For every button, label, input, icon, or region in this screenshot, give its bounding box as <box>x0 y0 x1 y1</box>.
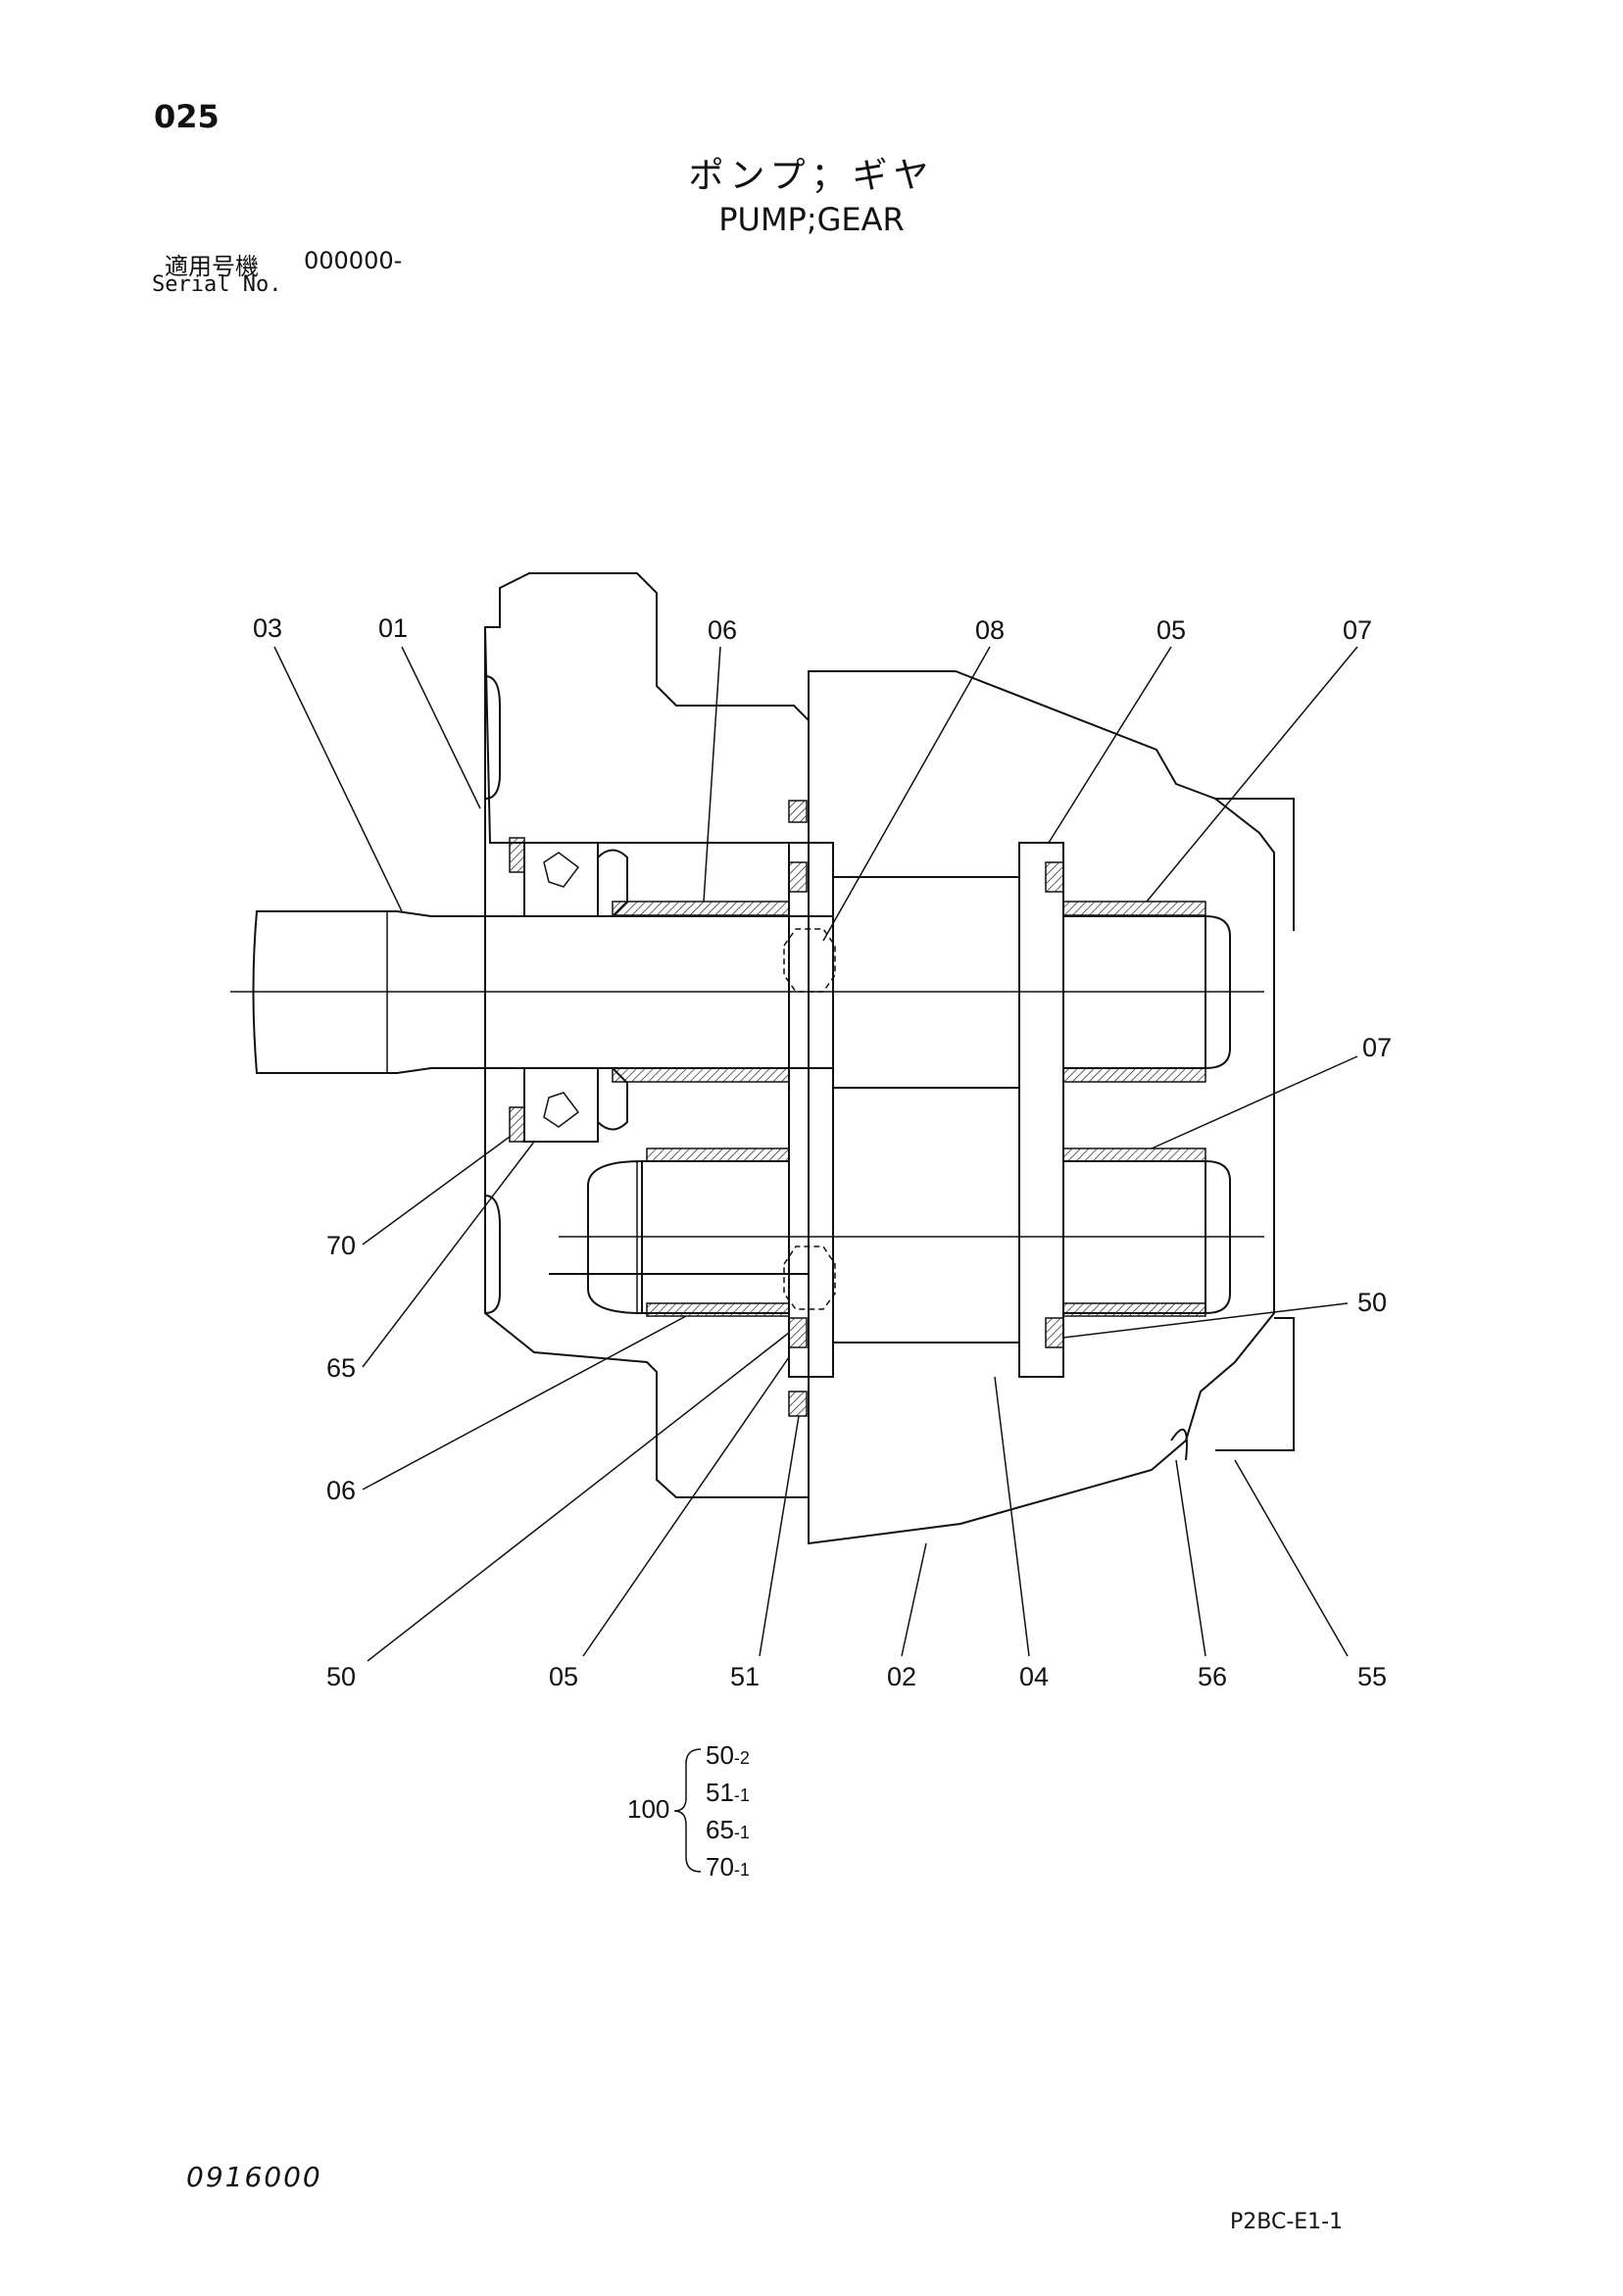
bushing-06-upper <box>612 901 790 916</box>
document-code: 0916000 <box>186 2161 322 2193</box>
callout-labels: 03 01 06 08 05 07 07 50 70 65 06 50 05 5… <box>253 613 1392 1691</box>
callout-06-top: 06 <box>708 615 737 645</box>
kit-list: 100 50-2 51-1 65-1 70-1 <box>627 1740 750 1881</box>
callout-51: 51 <box>730 1662 760 1691</box>
callout-03: 03 <box>253 613 282 643</box>
kit-item-65: 65-1 <box>706 1815 750 1844</box>
callout-07-top: 07 <box>1343 615 1372 645</box>
callout-55: 55 <box>1357 1662 1387 1691</box>
kit-brace <box>673 1748 702 1873</box>
housing-01 <box>483 572 810 844</box>
seal-50-upper-right <box>1045 861 1064 893</box>
side-plate-05-left <box>788 842 834 1378</box>
seal-50-lower-left <box>788 1317 808 1348</box>
callout-07-mid: 07 <box>1362 1033 1392 1062</box>
bushing-06-lower <box>646 1148 790 1162</box>
ring-70-upper <box>509 837 525 873</box>
housing-02 <box>808 670 1275 1545</box>
seal-51-lower <box>788 1391 808 1417</box>
kit-item-50: 50-2 <box>706 1740 750 1770</box>
page-reference: P2BC-E1-1 <box>1230 2210 1344 2234</box>
side-plate-05-right <box>1018 842 1064 1378</box>
callout-65: 65 <box>326 1353 356 1383</box>
kit-item-70: 70-1 <box>706 1852 750 1881</box>
pin-08-upper <box>783 928 836 993</box>
page-number: 025 <box>154 98 220 135</box>
seal-50-upper-left <box>788 861 808 893</box>
callout-06-left: 06 <box>326 1476 356 1505</box>
callout-01: 01 <box>378 613 408 643</box>
callout-08: 08 <box>975 615 1005 645</box>
kit-number: 100 <box>627 1794 669 1824</box>
serial-label-japanese: 適用号機 <box>165 253 259 280</box>
callout-05-bottom: 05 <box>549 1662 578 1691</box>
callout-50-bottom: 50 <box>326 1662 356 1691</box>
seal-51-upper <box>788 800 808 823</box>
callout-04: 04 <box>1019 1662 1049 1691</box>
serial-value: 000000- <box>304 247 403 274</box>
title-japanese: ポンプ；ギヤ <box>688 156 935 196</box>
drive-shaft-03 <box>252 910 834 1074</box>
serial-label-english: Serial No. <box>152 272 282 297</box>
seal-65 <box>523 842 599 917</box>
gear-04-upper <box>832 876 1020 1089</box>
seal-50-lower-right <box>1045 1317 1064 1348</box>
title-english: PUMP;GEAR <box>718 201 905 238</box>
callout-02: 02 <box>887 1662 916 1691</box>
callout-05-top: 05 <box>1156 615 1186 645</box>
leader-lines <box>273 646 1358 1662</box>
ring-70-lower <box>509 1106 525 1143</box>
callout-56: 56 <box>1198 1662 1227 1691</box>
kit-item-51: 51-1 <box>706 1778 750 1807</box>
callout-50-right: 50 <box>1357 1288 1387 1317</box>
housing-01-lower <box>484 1019 810 1498</box>
bushing-07-upper <box>1062 901 1206 916</box>
gear-04-lower <box>832 1087 1020 1343</box>
bushing-07-lower <box>1062 1148 1206 1162</box>
callout-70: 70 <box>326 1231 356 1260</box>
